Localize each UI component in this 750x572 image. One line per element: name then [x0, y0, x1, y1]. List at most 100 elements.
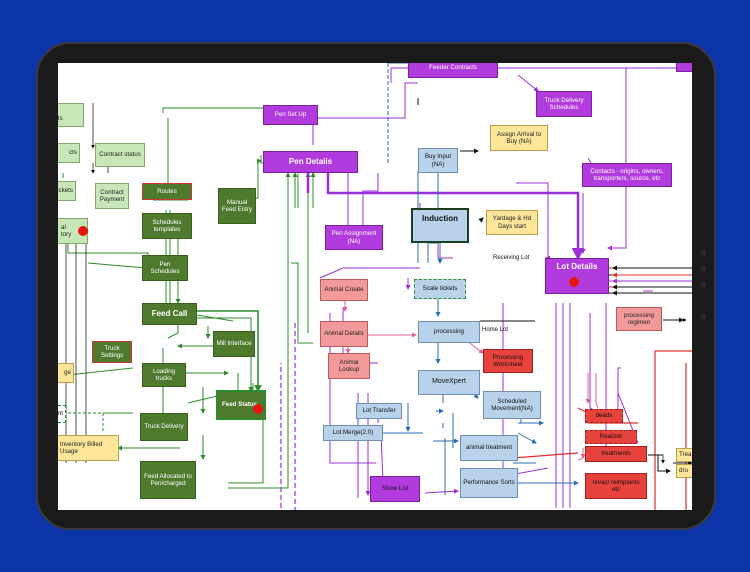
treatments-node[interactable]: treatments	[585, 446, 647, 462]
animal-lookup-node[interactable]: Animal Lookup	[328, 353, 370, 379]
receiving-lot-label: Receiving Lot	[493, 255, 530, 261]
node-label: Lot Transfer	[362, 407, 396, 415]
node-label: Pen Set Up	[274, 111, 307, 119]
node-label: ofents	[58, 115, 63, 122]
realizer-node[interactable]: Realizer	[585, 430, 637, 444]
node-label: MoveXpert	[432, 378, 466, 386]
animal-treatment-node[interactable]: animal treatment	[460, 435, 518, 461]
show-list-node[interactable]: Show List	[370, 476, 420, 502]
node-label: processing regimen	[624, 311, 654, 326]
side-button	[700, 250, 706, 256]
induction-node[interactable]: Induction	[411, 208, 469, 243]
movexpert-node[interactable]: MoveXpert	[418, 370, 480, 395]
node-label: Manual Feed Entry	[221, 198, 253, 213]
deads-node[interactable]: deads	[585, 409, 623, 423]
feed-status-node[interactable]: Feed Status	[216, 390, 266, 420]
node-label: Scale tickets	[422, 285, 458, 293]
scheduled-movement-node[interactable]: Scheduled Movement(NA)	[483, 391, 541, 419]
routes-node[interactable]: Routes	[142, 183, 192, 200]
node-label: Performance Sorts	[463, 479, 515, 487]
feeder-contracts-node[interactable]: Feeder Contracts	[408, 63, 498, 78]
truck-delivery-schedules-node[interactable]: Truck Delivery Schedules	[536, 91, 592, 117]
pen-details-node[interactable]: Pen Details	[263, 151, 358, 173]
feed-allocated-node[interactable]: Feed Allocated to Pen/charged	[140, 461, 196, 499]
partial-corner-node[interactable]	[676, 63, 692, 72]
truck-delivery-node[interactable]: Truck Delivery	[140, 413, 188, 441]
node-label: Truck Delivery Schedules	[544, 96, 584, 111]
node-label: Contract status	[99, 151, 141, 159]
pen-assignment-node[interactable]: Pen Assignment (NA)	[325, 225, 383, 250]
node-label: Induction	[422, 214, 458, 223]
lot-transfer-node[interactable]: Lot Transfer	[356, 403, 402, 419]
pen-set-up-node[interactable]: Pen Set Up	[263, 105, 318, 125]
node-label: Pen Schedules	[150, 260, 180, 275]
revac-node[interactable]: revac/ reimplants etc	[585, 473, 647, 499]
node-label: Trea	[679, 451, 692, 459]
assign-arrival-node[interactable]: Assign Arrival to Buy (NA)	[490, 125, 548, 151]
connector-lines	[62, 63, 692, 510]
node-label: Schedules templates	[152, 218, 182, 233]
animal-details-node[interactable]: Animal Details	[320, 321, 368, 347]
schedules-templates-node[interactable]: Schedules templates	[142, 213, 192, 239]
node-label: dru	[679, 467, 688, 475]
left-node-partial-5[interactable]: ge	[58, 363, 74, 383]
scale-tickets-node[interactable]: Scale tickets	[414, 279, 466, 299]
node-label: animal treatment	[465, 444, 513, 452]
lot-details-node[interactable]: Lot Details	[545, 258, 609, 294]
node-label: Routes	[157, 187, 177, 195]
node-label: Buy Input (NA)	[424, 153, 452, 168]
node-label: Assign Arrival to Buy (NA)	[496, 130, 542, 145]
processing-regimen-node[interactable]: processing regimen	[616, 307, 662, 331]
node-label: Contacts - origins, owners, transporters…	[590, 167, 664, 182]
lot-merge-node[interactable]: Lot Merge(2.0)	[323, 425, 383, 441]
performance-sorts-node[interactable]: Performance Sorts	[460, 468, 518, 498]
node-label: Truck Delivery	[144, 423, 184, 431]
left-node-partial-6[interactable]: nt	[58, 405, 66, 423]
contacts-node[interactable]: Contacts - origins, owners, transporters…	[582, 163, 672, 187]
dru-node[interactable]: dru	[676, 464, 692, 478]
node-label: Yardage & Hd Days start	[492, 215, 532, 230]
yardage-node[interactable]: Yardage & Hd Days start	[486, 210, 538, 235]
left-node-partial-1[interactable]: ofents	[58, 103, 84, 127]
node-label: Feed Call	[151, 309, 188, 319]
left-node-partial-2[interactable]: cts	[58, 143, 80, 163]
mill-interface-node[interactable]: Mill Interface	[213, 331, 255, 357]
node-label: Mill Interface	[216, 340, 252, 348]
node-label: cts	[69, 149, 77, 157]
contract-payment-node[interactable]: Contract Payment	[95, 183, 129, 209]
node-label: revac/ reimplants etc	[592, 478, 640, 493]
node-label: Feed Allocated to Pen/charged	[144, 472, 192, 487]
node-label: Truck Settings	[100, 344, 124, 359]
node-label: Realizer	[599, 433, 623, 441]
node-label: Animal Lookup	[338, 358, 360, 373]
truck-settings-node[interactable]: Truck Settings	[92, 341, 132, 363]
node-label: Processing Worksheet	[492, 353, 524, 368]
node-label: Pen Assignment (NA)	[331, 230, 377, 245]
buy-input-node[interactable]: Buy Input (NA)	[418, 148, 458, 173]
processing-node[interactable]: processing	[418, 321, 480, 343]
inventory-billed-usage-node[interactable]: Inventory Billed Usage	[58, 435, 119, 461]
node-label: Animal Create	[324, 286, 364, 294]
loading-trucks-node[interactable]: Loading trucks	[142, 363, 186, 387]
node-label: Pen Details	[288, 157, 333, 167]
contract-status-node[interactable]: Contract status	[95, 143, 145, 167]
node-label: deads	[595, 412, 613, 420]
pen-schedules-node[interactable]: Pen Schedules	[142, 255, 188, 281]
trea-node[interactable]: Trea	[676, 448, 692, 462]
node-label: Lot Details	[556, 262, 598, 271]
left-node-partial-3[interactable]: ickets	[58, 181, 76, 201]
node-label: processing	[434, 328, 464, 336]
node-label: nt	[58, 410, 63, 418]
manual-feed-entry-node[interactable]: Manual Feed Entry	[218, 188, 256, 224]
node-label: ge	[64, 369, 71, 377]
node-label: Inventory Billed Usage	[60, 440, 103, 455]
feed-call-node[interactable]: Feed Call	[142, 303, 197, 325]
processing-worksheet-node[interactable]: Processing Worksheet	[483, 349, 533, 373]
node-label: Contract Payment	[99, 188, 125, 203]
node-label: Lot Merge(2.0)	[332, 429, 374, 437]
node-label: treatments	[601, 450, 631, 458]
node-label: Feeder Contracts	[429, 64, 477, 72]
animal-create-node[interactable]: Animal Create	[320, 279, 368, 301]
